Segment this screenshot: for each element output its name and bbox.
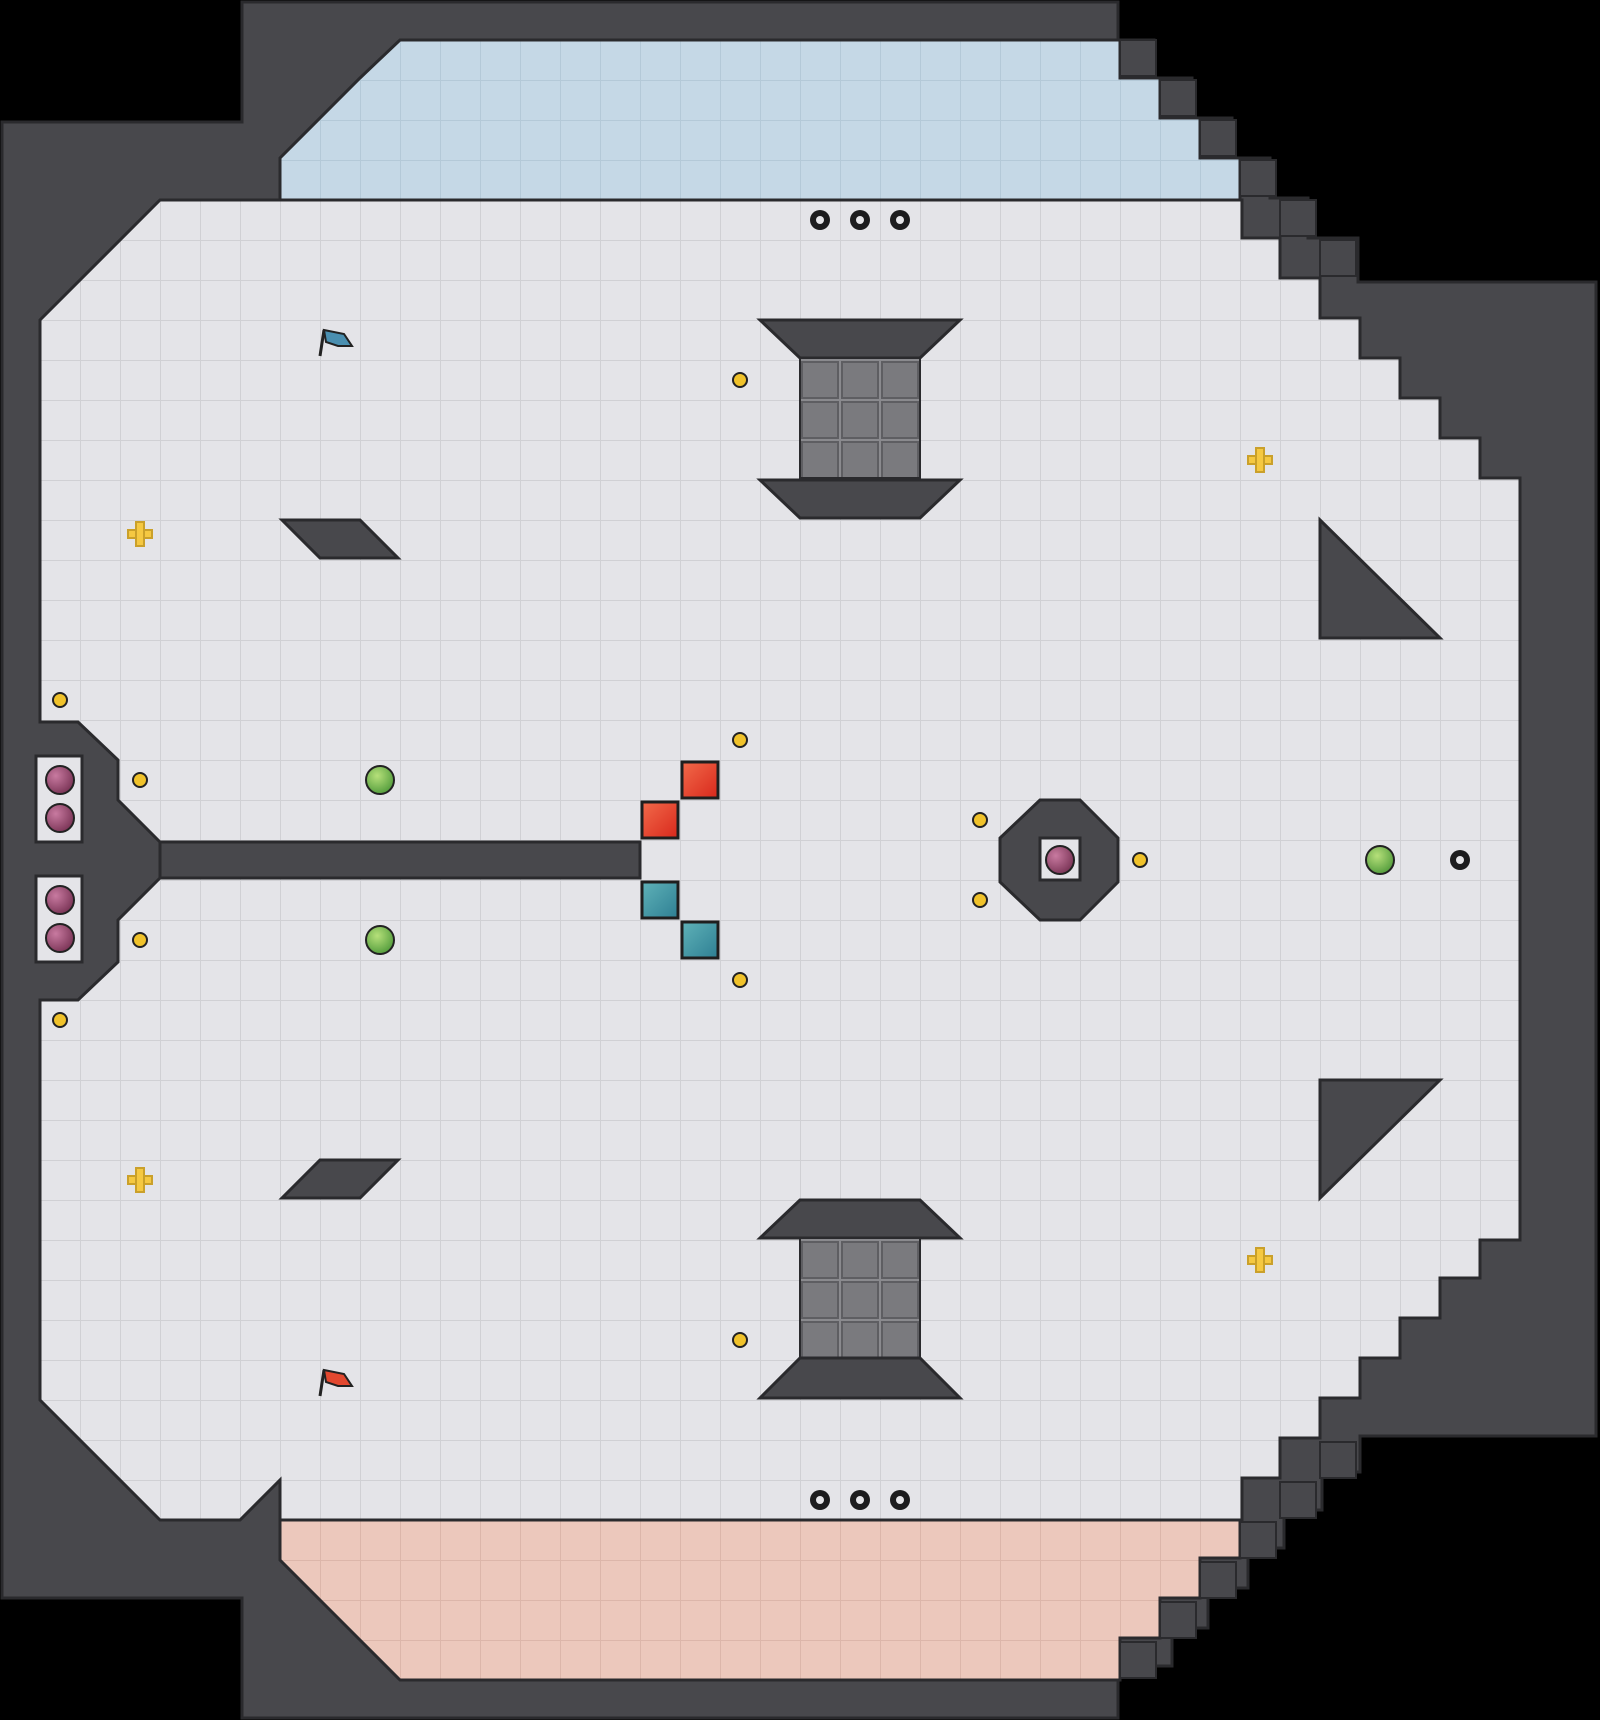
bomb-icon (45, 803, 75, 833)
powerup-plus-icon (1247, 1247, 1273, 1273)
team-tiles (640, 760, 720, 960)
right-lower-triangle (1318, 1078, 1444, 1202)
spike-icon (1450, 850, 1470, 870)
right-upper-triangle (1318, 516, 1444, 640)
bomb-icon (45, 765, 75, 795)
red-flag-icon (318, 1368, 354, 1397)
spike-icon (850, 210, 870, 230)
boosts (365, 765, 1395, 955)
boost-icon (365, 765, 395, 795)
left-upper-wedge (278, 518, 402, 560)
blue-team-tile (680, 920, 720, 960)
pellet-icon (732, 972, 748, 988)
powerups (127, 447, 1273, 1273)
spike-icon (890, 210, 910, 230)
pellets (52, 372, 1148, 1348)
pellet-icon (732, 372, 748, 388)
pellet-icon (52, 1012, 68, 1028)
bomb-icon (45, 923, 75, 953)
spike-icon (810, 210, 830, 230)
powerup-plus-icon (1247, 447, 1273, 473)
spike-icon (850, 1490, 870, 1510)
red-team-tile (640, 800, 680, 840)
blue-team-zone (278, 38, 1357, 277)
powerup-plus-icon (127, 1167, 153, 1193)
pellet-icon (132, 772, 148, 788)
spike-icon (810, 1490, 830, 1510)
bomb-icon (45, 885, 75, 915)
bombs (45, 765, 1075, 953)
bottom-gate (756, 1198, 964, 1400)
pellet-icon (972, 812, 988, 828)
top-gate (756, 318, 964, 520)
left-lower-wedge (278, 1158, 402, 1200)
pellet-icon (732, 732, 748, 748)
blue-team-tile (640, 880, 680, 920)
red-team-tile (680, 760, 720, 800)
center-divider (158, 840, 642, 880)
bomb-icon (1045, 845, 1075, 875)
spikes (810, 210, 1470, 1510)
spike-icon (890, 1490, 910, 1510)
blue-flag-icon (318, 328, 354, 357)
powerup-plus-icon (127, 521, 153, 547)
pellet-icon (732, 1332, 748, 1348)
pellet-icon (972, 892, 988, 908)
pellet-icon (132, 932, 148, 948)
pellet-icon (52, 692, 68, 708)
boost-icon (365, 925, 395, 955)
boost-icon (1365, 845, 1395, 875)
pellet-icon (1132, 852, 1148, 868)
red-team-zone (278, 1441, 1357, 1682)
